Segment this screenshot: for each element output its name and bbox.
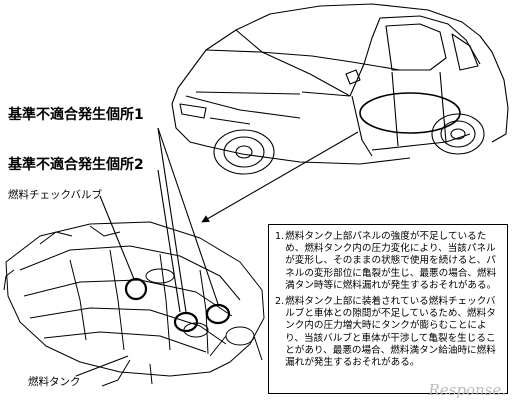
fuel-check-valve-label: 燃料チェックバルブ [8, 189, 102, 201]
defect-point-1-circle [205, 303, 231, 325]
fuel-tank-illustration [3, 221, 265, 387]
note-number: 2. [275, 296, 285, 308]
note-item: 1. 燃料タンク上部パネルの強度が不足しているため、燃料タンク内の圧力変化により… [275, 231, 502, 292]
fuel-check-valve-circle [124, 277, 148, 301]
explanation-box: 1. 燃料タンク上部パネルの強度が不足しているため、燃料タンク内の圧力変化により… [268, 224, 508, 394]
leader-lines [75, 127, 359, 377]
fuel-tank-label: 燃料タンク [28, 376, 81, 388]
note-text: 燃料タンク上部に装着されている燃料チェックバルブと車体との隙間が不足しているため… [285, 296, 496, 369]
car-defect-highlight [359, 92, 461, 134]
defect-location-1-label: 基準不適合発生個所1 [8, 107, 144, 123]
car-illustration [171, 3, 509, 175]
defect-location-2-label: 基準不適合発生個所2 [8, 157, 144, 173]
watermark: Response. [428, 381, 506, 399]
defect-point-2-circle [173, 311, 199, 333]
note-number: 1. [275, 231, 285, 242]
note-text: 燃料タンク上部パネルの強度が不足しているため、燃料タンク内の圧力変化により、当該… [285, 231, 497, 291]
note-item: 2. 燃料タンク上部に装着されている燃料チェックバルブと車体との隙間が不足してい… [275, 296, 502, 369]
